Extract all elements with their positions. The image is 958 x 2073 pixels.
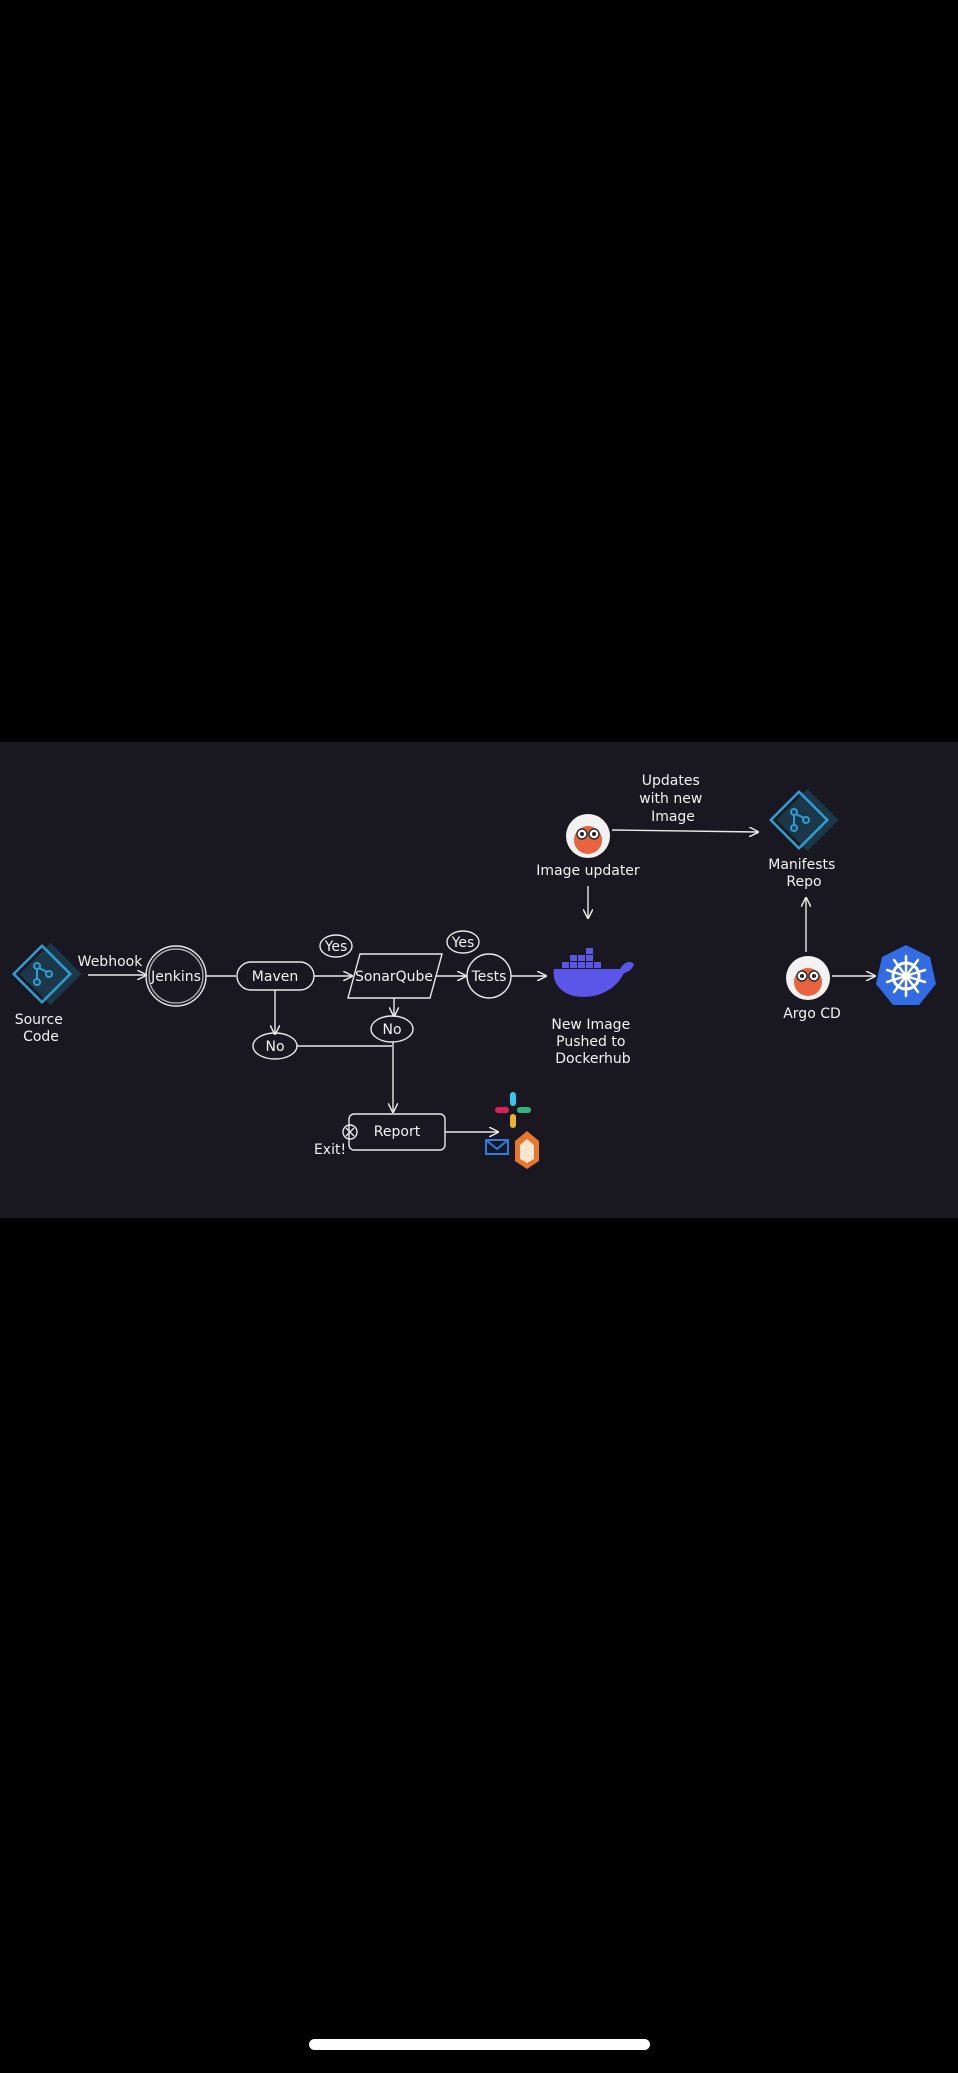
svg-text:No: No xyxy=(265,1039,284,1055)
git-icon xyxy=(11,942,82,1006)
tests-node: Tests xyxy=(466,953,512,999)
cicd-flow-diagram: Source Code Webhook Jenkins Maven Yes No… xyxy=(11,773,936,1169)
yes-maven-badge: Yes xyxy=(319,934,353,958)
slack-icon xyxy=(495,1092,531,1128)
argo-cd-label: Argo CD xyxy=(783,1006,841,1022)
maven-node: Maven xyxy=(236,961,315,991)
email-icon xyxy=(485,1139,509,1155)
updater-to-manifests xyxy=(611,830,758,832)
tests-label: Tests xyxy=(471,969,507,985)
manifests-repo-label: Manifests Repo xyxy=(768,857,840,890)
no-sonar-badge: No xyxy=(370,1015,414,1043)
manifests-git-icon xyxy=(768,788,839,852)
svg-text:Yes: Yes xyxy=(451,935,475,951)
jenkins-node: Jenkins xyxy=(145,945,207,1007)
argo-octopus-icon xyxy=(566,814,610,858)
sonarqube-node: SonarQube xyxy=(347,953,443,999)
exit-label: Exit! xyxy=(314,1142,346,1158)
svg-text:Yes: Yes xyxy=(324,939,348,955)
yes-sonar-badge: Yes xyxy=(446,930,480,954)
source-code-label: Source Code xyxy=(15,1012,68,1045)
svg-text:No: No xyxy=(382,1022,401,1038)
home-indicator[interactable] xyxy=(309,2039,650,2050)
docker-label: New Image Pushed to Dockerhub xyxy=(551,1017,634,1067)
notification-icon xyxy=(515,1131,539,1169)
kubernetes-helm-icon xyxy=(876,945,936,1005)
report-node: Report xyxy=(348,1113,446,1151)
webhook-label: Webhook xyxy=(78,954,144,970)
image-updater-label: Image updater xyxy=(536,863,640,879)
docker-whale-icon xyxy=(553,948,634,997)
no-maven-badge: No xyxy=(252,1032,298,1060)
sonarqube-label: SonarQube xyxy=(355,969,433,985)
diagram-panel: Source Code Webhook Jenkins Maven Yes No… xyxy=(0,742,958,1218)
maven-label: Maven xyxy=(252,969,298,985)
exit-x-icon xyxy=(342,1124,358,1140)
report-label: Report xyxy=(374,1124,421,1140)
jenkins-label: Jenkins xyxy=(150,969,201,985)
argo-cd-icon xyxy=(786,956,830,1000)
updates-note-label: Updates with new Image xyxy=(639,773,707,825)
